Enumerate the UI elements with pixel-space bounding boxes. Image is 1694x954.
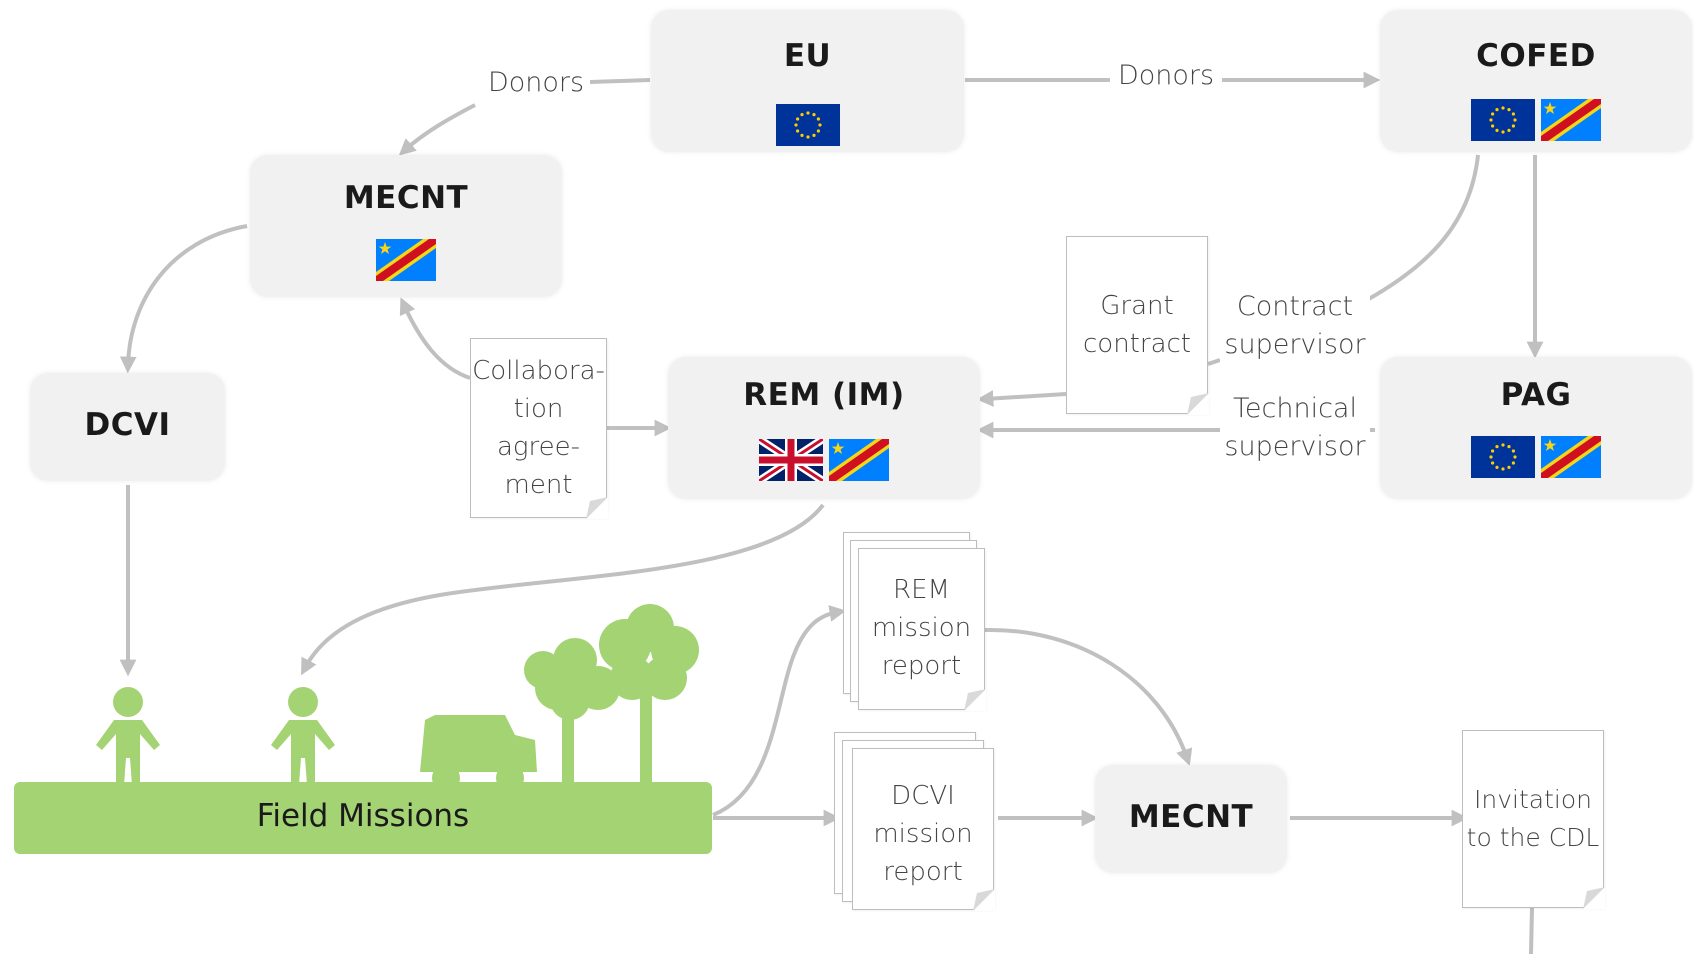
- collaboration-line-3: agree-: [496, 432, 581, 462]
- arrow-collab-to-mecnt: [399, 297, 471, 380]
- page-fold-icon: [964, 689, 986, 711]
- contract-supervisor-label: Contract supervisor: [1220, 288, 1370, 364]
- rem-report-text: REM mission report: [859, 571, 984, 685]
- drc-flag-icon: [1541, 99, 1601, 146]
- uk-flag-icon: [756, 435, 826, 486]
- donors-label-left: Donors: [482, 64, 590, 102]
- contract-supervisor-line-1: Contract: [1236, 291, 1354, 322]
- pag-node: PAG: [1380, 357, 1692, 499]
- collaboration-line-1: Collabora-: [472, 356, 605, 386]
- eu-node-flags: [651, 104, 964, 151]
- arrow-donors-to-mecnt: [398, 103, 476, 156]
- rem-node-flags: [668, 435, 980, 486]
- technical-supervisor-line-1: Technical: [1233, 393, 1357, 424]
- grant-contract-line-2: contract: [1083, 329, 1191, 359]
- person-icon: [96, 687, 160, 785]
- page-fold-icon: [1583, 887, 1605, 909]
- drc-flag-icon: [1541, 436, 1601, 483]
- grant-contract-line-1: Grant: [1100, 291, 1174, 321]
- mecnt-top-node-title: MECNT: [343, 180, 469, 216]
- pag-node-flags: [1380, 436, 1692, 483]
- mecnt-top-node-flags: [250, 239, 562, 286]
- cofed-node-flags: [1380, 99, 1692, 146]
- invitation-text: Invitation to the CDL: [1463, 781, 1603, 857]
- field-scene: [96, 604, 699, 792]
- grant-contract-document: Grant contract: [1066, 236, 1209, 415]
- grant-contract-text: Grant contract: [1067, 287, 1207, 363]
- field-missions-bar: Field Missions: [14, 782, 712, 854]
- invitation-document: Invitation to the CDL: [1462, 730, 1605, 909]
- page-fold-icon: [973, 889, 995, 911]
- arrow-contract-to-grant: [1207, 358, 1221, 366]
- arrow-invitation-down: [1529, 907, 1534, 954]
- arrow-eu-to-mecnt: [589, 78, 651, 84]
- technical-supervisor-line-2: supervisor: [1224, 431, 1366, 462]
- dcvi-report-line-1: DCVI: [891, 781, 955, 811]
- eu-node-title: EU: [783, 38, 832, 74]
- arrow-cofed-to-contract: [1366, 154, 1480, 302]
- cofed-node-title: COFED: [1476, 38, 1596, 74]
- arrow-mecnt-to-dcvi: [119, 224, 248, 374]
- collaboration-agreement-text: Collabora- tion agree- ment: [471, 352, 606, 504]
- collaboration-line-4: ment: [504, 470, 573, 500]
- page-fold-icon: [586, 497, 608, 519]
- arrow-rem-report-to-mecnt: [984, 627, 1193, 766]
- rem-report-line-2: mission: [871, 613, 972, 643]
- rem-node-title: REM (IM): [743, 377, 905, 413]
- rem-node: REM (IM): [668, 357, 980, 499]
- collaboration-line-2: tion: [513, 394, 564, 424]
- eu-flag-icon: [1471, 99, 1535, 146]
- technical-supervisor-label: Technical supervisor: [1220, 390, 1370, 466]
- cofed-node: COFED: [1380, 10, 1692, 152]
- invitation-line-2: to the CDL: [1466, 823, 1600, 852]
- collaboration-agreement-document: Collabora- tion agree- ment: [470, 338, 608, 519]
- invitation-line-1: Invitation: [1474, 785, 1592, 814]
- drc-flag-icon: [829, 439, 889, 486]
- rem-mission-report-document: REM mission report: [858, 548, 986, 711]
- arrow-field-to-rem-report: [712, 605, 847, 817]
- page-fold-icon: [1187, 393, 1209, 415]
- arrow-grant-to-rem: [976, 390, 1067, 407]
- tree-icon: [524, 638, 620, 785]
- pag-node-title: PAG: [1500, 377, 1572, 413]
- rem-report-line-1: REM: [893, 575, 950, 605]
- eu-flag-icon: [775, 104, 840, 151]
- dcvi-node-title: DCVI: [84, 407, 171, 443]
- arrow-rem-to-field: [301, 503, 825, 676]
- drc-flag-icon: [376, 239, 436, 286]
- dcvi-mission-report-document: DCVI mission report: [852, 748, 995, 911]
- mecnt-bottom-node-title: MECNT: [1128, 799, 1254, 835]
- tree-icon: [599, 604, 699, 785]
- eu-node: EU: [651, 10, 964, 152]
- dcvi-report-line-3: report: [883, 857, 963, 887]
- mecnt-top-node: MECNT: [250, 155, 562, 297]
- contract-supervisor-line-2: supervisor: [1224, 329, 1366, 360]
- dcvi-report-line-2: mission: [873, 819, 973, 849]
- field-missions-label: Field Missions: [256, 798, 470, 834]
- dcvi-report-text: DCVI mission report: [853, 777, 993, 891]
- dcvi-node: DCVI: [30, 373, 225, 481]
- rem-report-line-3: report: [881, 651, 962, 681]
- donors-label-right: Donors: [1110, 57, 1222, 95]
- car-icon: [420, 715, 537, 792]
- eu-flag-icon: [1471, 436, 1535, 483]
- mecnt-bottom-node: MECNT: [1095, 765, 1287, 873]
- person-icon: [271, 687, 335, 785]
